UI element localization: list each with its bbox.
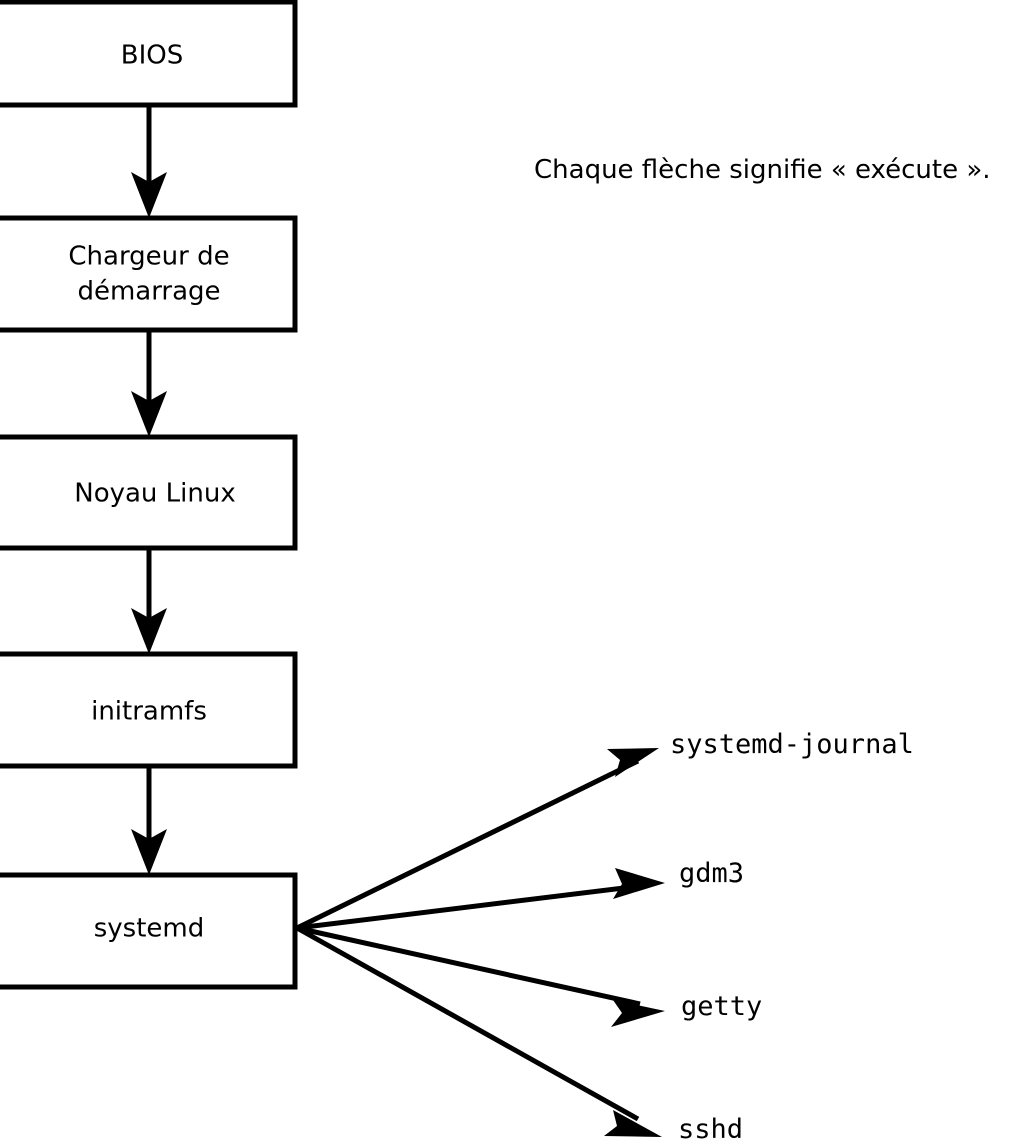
chain-arrow-bios-to-bootloader	[131, 105, 167, 218]
chain-arrow-initramfs-to-systemd	[131, 766, 167, 875]
fanout-arrow-systemd-journal	[295, 748, 659, 931]
chain-arrow-bootloader-to-kernel	[131, 330, 167, 437]
arrow-semantics-note: Chaque flèche signifie « exécute ».	[534, 155, 991, 185]
fanout-arrow-gdm3	[296, 868, 665, 931]
service-label-getty: getty	[681, 991, 762, 1022]
box-initramfs[interactable]: initramfs	[0, 651, 298, 769]
service-label-sshd: sshd	[678, 1114, 743, 1144]
box-initramfs-label: initramfs	[91, 697, 207, 727]
box-kernel[interactable]: Noyau Linux	[0, 434, 298, 551]
service-label-systemd-journal: systemd-journal	[670, 729, 914, 760]
box-systemd[interactable]: systemd	[0, 872, 298, 990]
fanout-arrow-getty	[296, 925, 665, 1027]
chain-arrow-kernel-to-initramfs	[131, 548, 167, 654]
box-bootloader[interactable]: Chargeur de démarrage	[0, 215, 298, 333]
box-bios-label: BIOS	[121, 41, 183, 71]
box-bootloader-label-line1: Chargeur de	[68, 242, 229, 272]
box-systemd-label: systemd	[94, 914, 205, 944]
fanout-arrow-sshd	[295, 925, 662, 1137]
box-kernel-label: Noyau Linux	[74, 479, 235, 509]
service-label-gdm3: gdm3	[679, 858, 744, 889]
box-bootloader-label-line2: démarrage	[77, 277, 220, 307]
box-bios[interactable]: BIOS	[0, 0, 298, 108]
